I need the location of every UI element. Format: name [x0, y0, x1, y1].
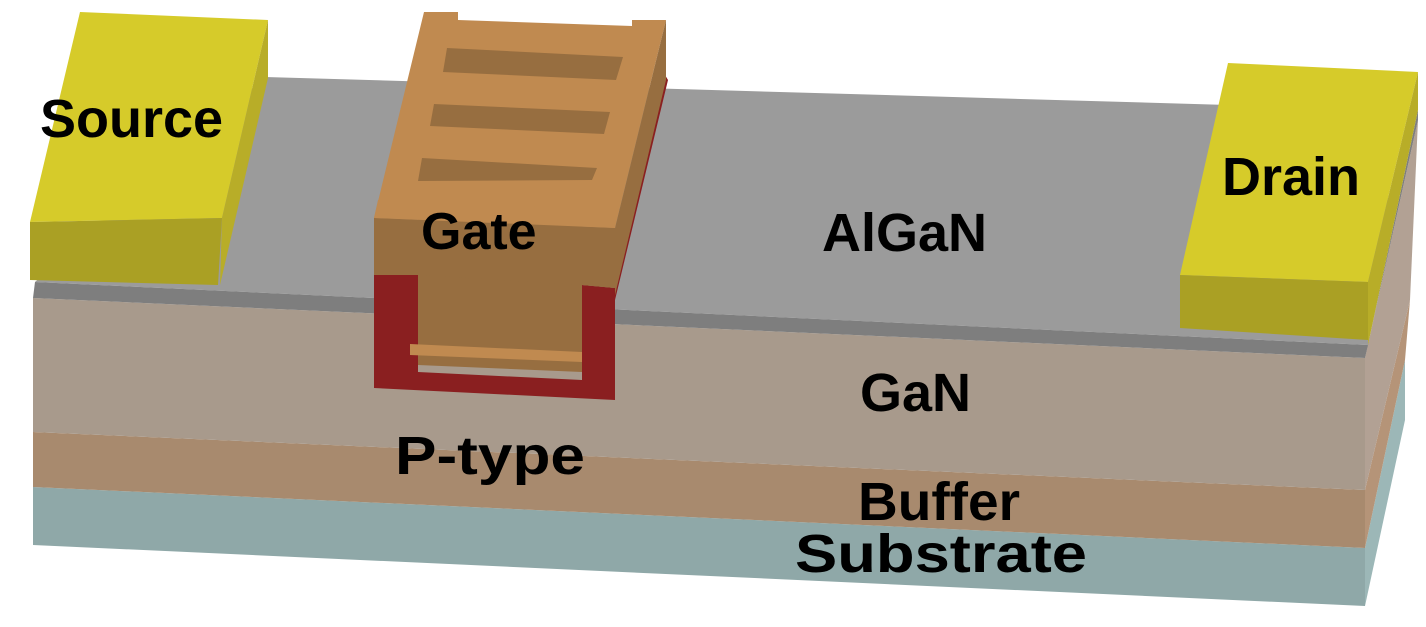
algan-label: AlGaN — [822, 203, 987, 263]
source-contact-front — [30, 218, 222, 285]
drain-label: Drain — [1222, 147, 1360, 207]
ptype-label: P-type — [395, 426, 585, 486]
buffer-front-face — [33, 432, 1365, 548]
drain-contact-top — [1180, 63, 1418, 282]
gan-label: GaN — [860, 363, 971, 423]
source-contact-top — [30, 12, 268, 222]
substrate-side-face — [1365, 360, 1405, 606]
gate-top-slot-2 — [430, 104, 610, 134]
gan-side-face — [1365, 120, 1418, 490]
substrate-label: Substrate — [795, 524, 1087, 584]
gate-top-slot-3 — [418, 158, 597, 181]
gan-front-face — [33, 298, 1365, 490]
drain-contact-front — [1180, 275, 1368, 340]
gate-recess-ledge — [410, 344, 582, 362]
algan-front-face — [33, 282, 1368, 358]
buffer-label: Buffer — [858, 472, 1020, 532]
gate-top-front-edge — [374, 200, 618, 228]
substrate-front-face — [33, 487, 1365, 606]
source-label: Source — [40, 89, 223, 149]
gate-top-slot-1 — [443, 48, 623, 80]
ptype-region — [374, 275, 615, 400]
gate-label: Gate — [421, 203, 537, 261]
source-contact-side — [220, 20, 268, 285]
gate-side-face — [615, 20, 666, 295]
buffer-side-face — [1365, 300, 1410, 548]
gate-front-face-band — [374, 218, 615, 288]
drain-contact-side — [1368, 72, 1418, 345]
